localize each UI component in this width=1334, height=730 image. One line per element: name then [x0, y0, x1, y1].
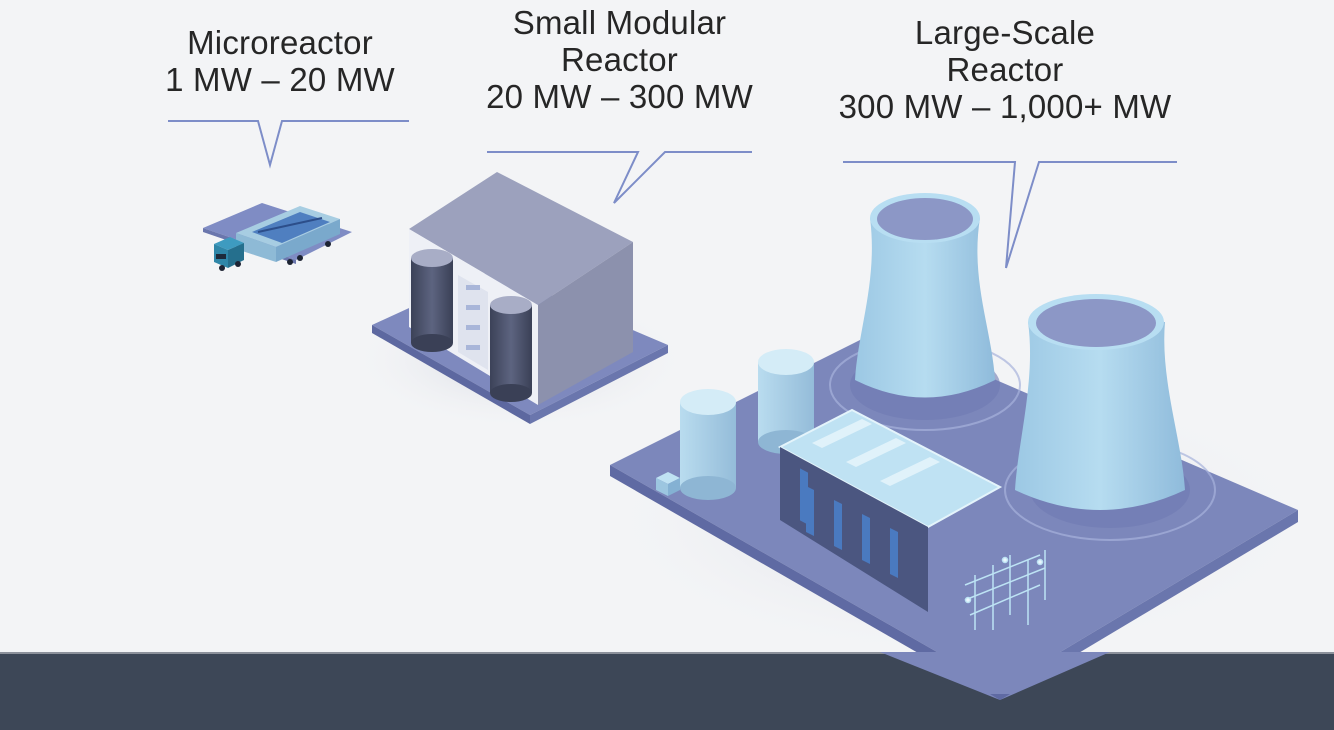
smr-building-icon	[350, 172, 690, 430]
callout-microreactor	[168, 120, 409, 169]
callout-large	[843, 161, 1177, 269]
microreactor-range: 1 MW – 20 MW	[165, 61, 395, 98]
bottom-bar	[0, 652, 1334, 730]
smr-title-line-1: Small Modular	[512, 4, 727, 41]
smr-range: 20 MW – 300 MW	[486, 78, 753, 115]
microreactor-title: Microreactor	[187, 24, 373, 61]
smr-title-line-2: Reactor	[561, 41, 678, 78]
large-reactor-title-line-1: Large-Scale	[914, 14, 1096, 51]
transmission-towers-icon	[964, 550, 1046, 630]
large-reactor-range: 300 MW – 1,000+ MW	[838, 88, 1172, 125]
microreactor-truck-icon	[203, 203, 352, 271]
large-reactor-title-line-2: Reactor	[946, 51, 1064, 88]
microreactor-label: Microreactor 1 MW – 20 MW	[130, 24, 430, 98]
smr-label: Small Modular Reactor 20 MW – 300 MW	[447, 4, 792, 115]
large-plant-icon	[600, 193, 1320, 700]
callout-smr	[487, 151, 752, 204]
large-reactor-label: Large-Scale Reactor 300 MW – 1,000+ MW	[800, 14, 1210, 125]
